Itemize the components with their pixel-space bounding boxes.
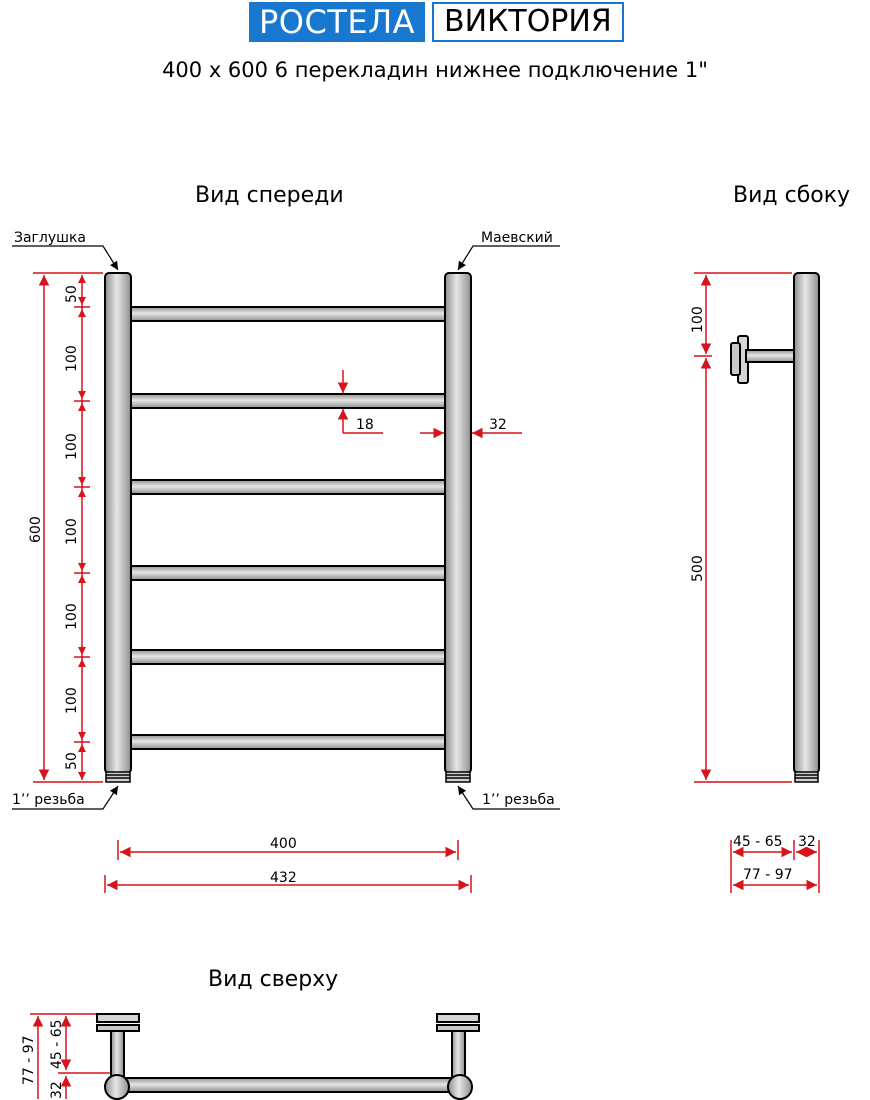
brand-logo: РОСТЕЛА ВИКТОРИЯ (249, 2, 624, 42)
left-pipe (104, 272, 132, 774)
dim-side-pipe: 32 (798, 834, 816, 850)
dim-total-height: 600 (28, 516, 44, 543)
top-left-bracket (96, 1013, 140, 1078)
side-thread (794, 771, 819, 783)
dim-side-top-offset: 100 (690, 306, 706, 333)
top-depth-dimensions (30, 1013, 110, 1099)
dim-side-mount-height: 500 (690, 555, 706, 582)
thread-left-label: 1’’ резьба (12, 792, 85, 808)
brand-name: РОСТЕЛА (249, 2, 426, 42)
dim-top-pipe: 32 (49, 1081, 65, 1099)
rails (123, 306, 453, 750)
front-view-title: Вид спереди (195, 183, 344, 208)
dim-total-width: 432 (270, 870, 297, 886)
top-left-pipe (104, 1074, 130, 1100)
product-subtitle: 400 x 600 6 перекладин нижнее подключени… (162, 58, 708, 82)
side-view-title: Вид сбоку (733, 183, 851, 208)
left-thread (105, 771, 131, 783)
front-view: Заглушка Маевский 1’’ резьба 1’’ резьба … (12, 230, 560, 893)
bar-diameter-dimension (337, 370, 383, 434)
right-thread (445, 771, 471, 783)
height-dimensions (33, 272, 103, 783)
dim-segment-4: 100 (64, 518, 80, 545)
rail-6 (123, 734, 453, 750)
rail-3 (123, 479, 453, 495)
dim-bar-diameter: 18 (356, 417, 374, 433)
dim-segment-2: 100 (64, 345, 80, 372)
dim-top-total: 77 - 97 (21, 1035, 37, 1085)
width-dimensions (104, 840, 472, 893)
top-rail (116, 1077, 461, 1093)
top-right-bracket (436, 1013, 480, 1078)
dim-axis-distance: 400 (270, 836, 297, 852)
valve-label: Маевский (481, 230, 553, 246)
rail-4 (123, 565, 453, 581)
thread-right-label: 1’’ резьба (482, 792, 555, 808)
top-view-title: Вид сверху (208, 967, 339, 992)
dim-segment-6: 100 (64, 687, 80, 714)
dim-segment-7: 50 (64, 752, 80, 770)
rail-5 (123, 649, 453, 665)
wall-bracket (730, 335, 795, 384)
dim-top-offset: 45 - 65 (49, 1019, 65, 1069)
plug-label: Заглушка (14, 230, 86, 246)
top-right-pipe (447, 1074, 473, 1100)
side-height-dimensions (694, 272, 792, 783)
dim-pipe-diameter: 32 (489, 417, 507, 433)
dim-segment-5: 100 (64, 603, 80, 630)
dim-segment-3: 100 (64, 433, 80, 460)
side-pipe (793, 272, 820, 774)
top-view: 77 - 97 45 - 65 32 (21, 1013, 480, 1100)
model-name: ВИКТОРИЯ (432, 2, 624, 42)
side-view: 100 500 45 - 65 32 77 - 97 (690, 272, 820, 893)
right-pipe (444, 272, 472, 774)
rail-2 (123, 393, 453, 409)
side-depth-dimensions (730, 840, 820, 893)
dim-side-wall-offset: 45 - 65 (733, 834, 783, 850)
rail-1 (123, 306, 453, 322)
dim-segment-1: 50 (64, 285, 80, 303)
dim-side-total-depth: 77 - 97 (743, 867, 793, 883)
